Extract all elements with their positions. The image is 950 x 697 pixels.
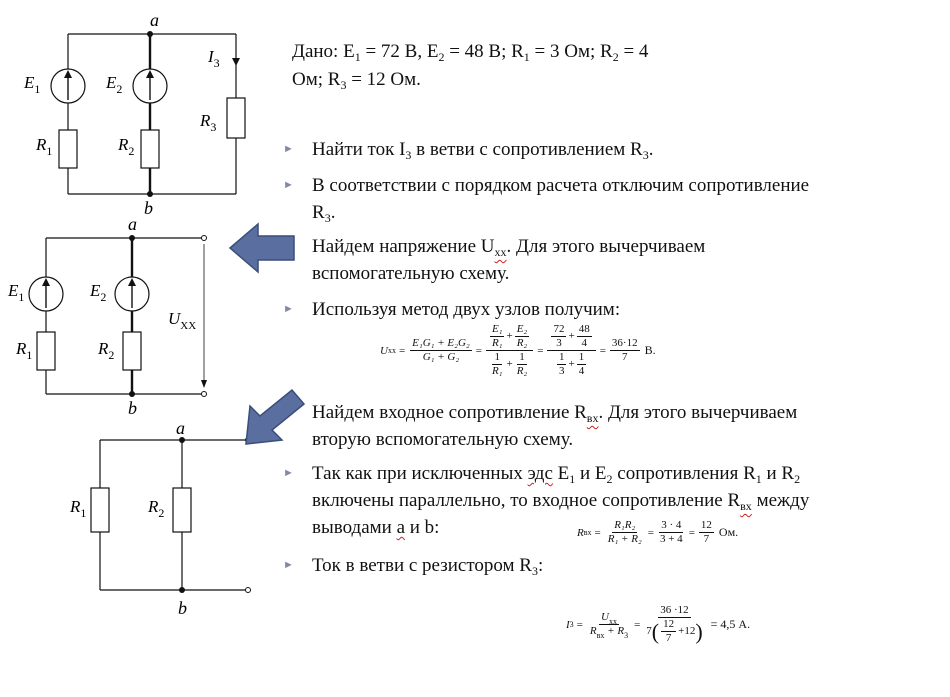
c3-r1-resistor	[90, 487, 110, 533]
c2-node-b: b	[128, 398, 137, 417]
r1-resistor	[58, 129, 78, 169]
c1-node-a: a	[150, 10, 159, 30]
circuit-diagram-2: a E1 E2 R1 R2 UXX b	[7, 214, 207, 417]
c2-r2-resistor	[122, 331, 142, 371]
left-arrow-icon	[228, 222, 295, 274]
c3-node-b: b	[178, 598, 187, 618]
c2-r1-label: R1	[15, 339, 32, 362]
c1-e2-label: E2	[105, 73, 122, 96]
c2-r1-resistor	[36, 331, 56, 371]
bullet-marker-icon: ►	[283, 179, 294, 191]
circuit-diagram-1: a E1 E2 R1 R2 I3 R3 b	[23, 10, 246, 218]
c1-r2-label: R2	[117, 135, 134, 158]
c3-r1-label: R1	[69, 497, 86, 520]
c2-uxx-label: UXX	[168, 309, 196, 332]
c2-e1-label: E1	[7, 281, 24, 304]
c3-node-a: a	[176, 418, 185, 438]
circuit-diagram-3: a R1 R2 b	[69, 418, 251, 618]
given-data: Дано: E1 = 72 В, E2 = 48 В; R1 = 3 Ом; R…	[292, 41, 649, 92]
bullet-marker-icon: ►	[283, 559, 294, 571]
r3-resistor	[226, 97, 246, 139]
c1-r3-label: R3	[199, 111, 216, 134]
c3-r2-label: R2	[147, 497, 164, 520]
c1-e1-label: E1	[23, 73, 40, 96]
bullet-marker-icon: ►	[283, 467, 294, 479]
c1-r1-label: R1	[35, 135, 52, 158]
c1-node-b: b	[144, 198, 153, 218]
c1-i3-label: I3	[207, 47, 220, 70]
r2-resistor	[140, 129, 160, 169]
diagonal-arrow-icon	[245, 388, 306, 445]
c2-node-a: a	[128, 214, 137, 234]
c2-r2-label: R2	[97, 339, 114, 362]
c2-e2-label: E2	[89, 281, 106, 304]
bullet-marker-icon: ►	[283, 143, 294, 155]
bullet-marker-icon: ►	[283, 303, 294, 315]
c3-r2-resistor	[172, 487, 192, 533]
